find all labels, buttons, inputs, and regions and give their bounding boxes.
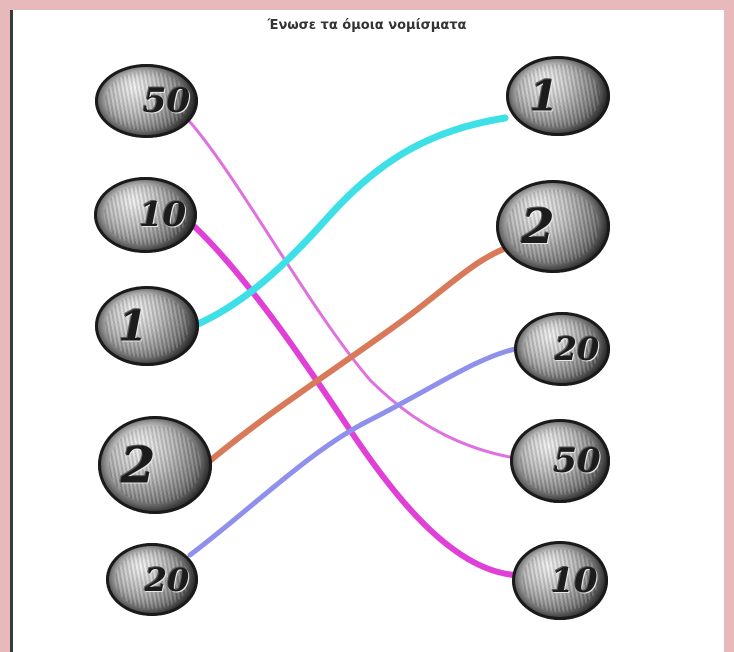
coin-left-50-label: 50 (95, 81, 198, 121)
coin-left-2[interactable]: 2 (98, 416, 212, 514)
coin-right-2-label: 2 (496, 199, 610, 255)
coin-right-1[interactable]: 1 (506, 56, 610, 136)
coin-right-50[interactable]: 50 (510, 419, 610, 503)
connection-line-50 (190, 122, 515, 458)
coin-left-50[interactable]: 50 (95, 64, 198, 138)
connection-line-20 (190, 348, 520, 555)
worksheet-page: Ένωσε τα όμοια νομίσματα 50 10 1 2 20 1 … (10, 10, 724, 652)
coin-right-10[interactable]: 10 (512, 541, 608, 620)
coin-left-2-label: 2 (98, 436, 212, 495)
coin-right-50-label: 50 (510, 441, 610, 481)
connection-line-1 (198, 118, 505, 324)
connection-line-2 (205, 245, 515, 465)
coin-right-2[interactable]: 2 (496, 180, 610, 273)
coin-right-1-label: 1 (506, 72, 610, 121)
connection-line-10 (195, 227, 515, 575)
coin-right-20[interactable]: 20 (514, 312, 610, 386)
coin-left-20-label: 20 (106, 561, 198, 599)
coin-left-1[interactable]: 1 (95, 286, 199, 366)
coin-right-20-label: 20 (514, 330, 610, 368)
coin-left-1-label: 1 (95, 302, 199, 351)
coin-left-10-label: 10 (94, 195, 197, 235)
coin-right-10-label: 10 (512, 561, 608, 601)
coin-left-10[interactable]: 10 (94, 177, 197, 253)
coin-left-20[interactable]: 20 (106, 543, 198, 616)
